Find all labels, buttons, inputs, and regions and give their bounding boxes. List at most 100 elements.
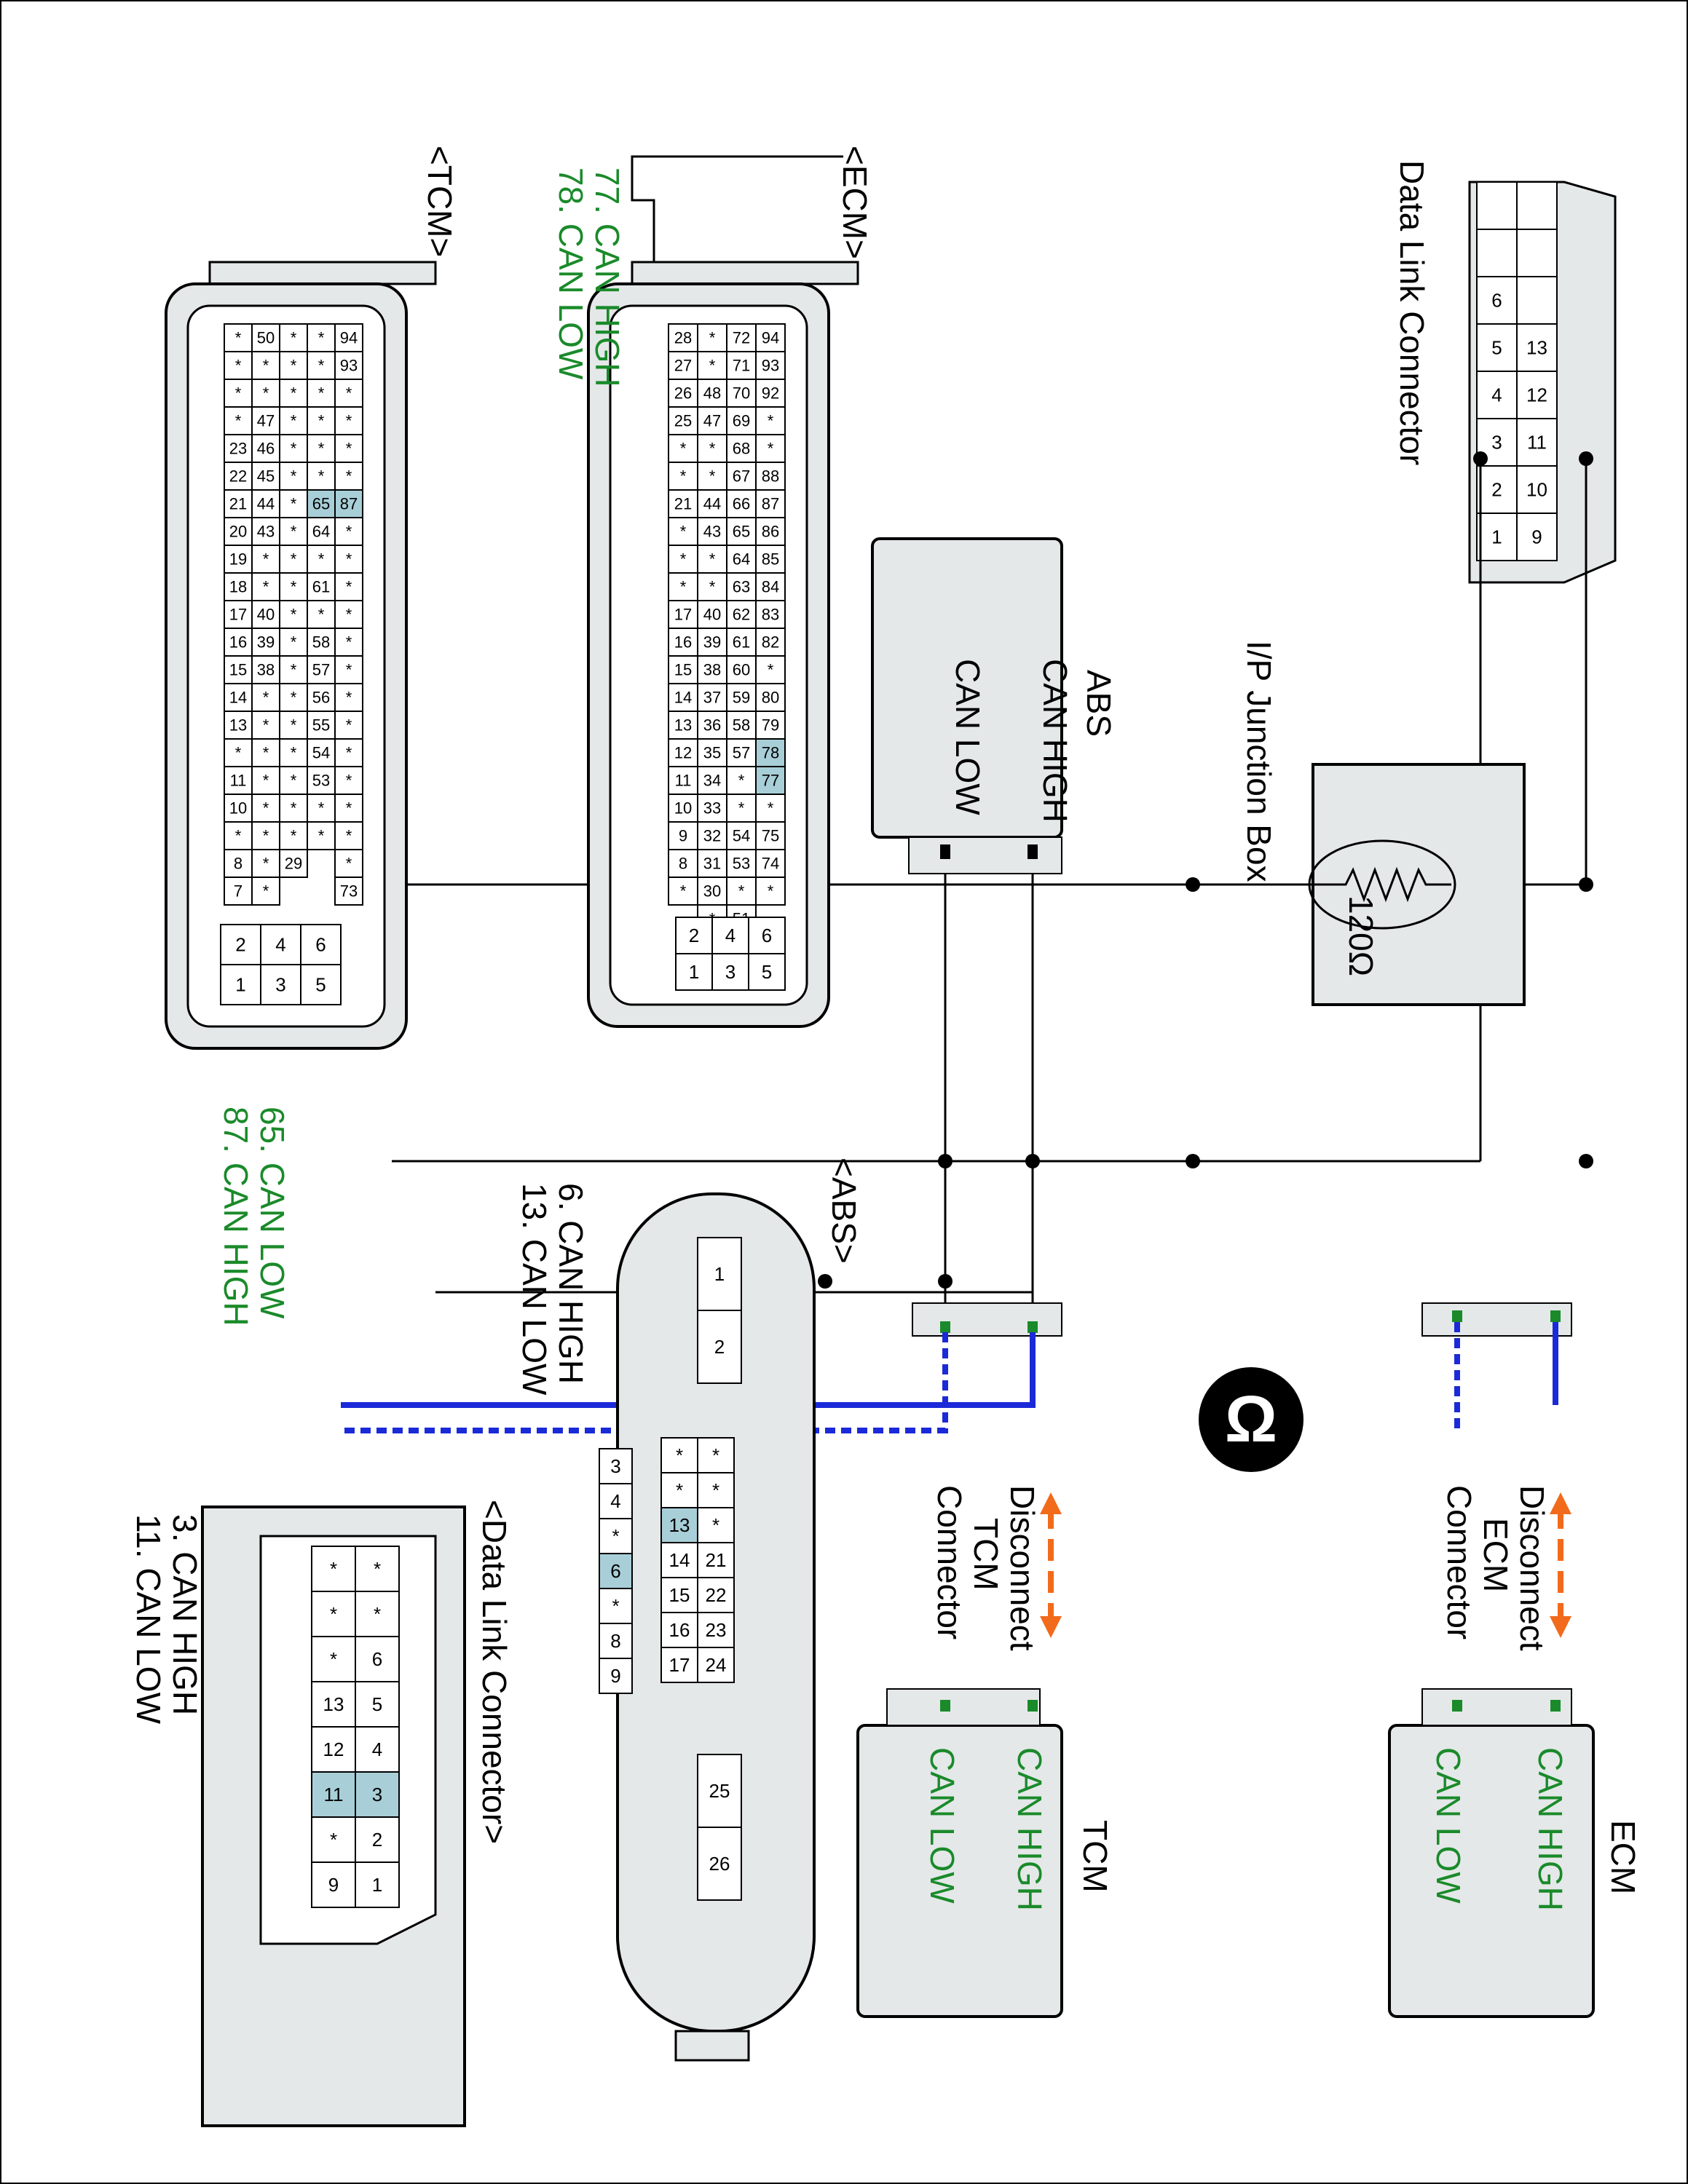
pin-number: 68 — [733, 440, 750, 458]
pin-number: 1 — [689, 961, 699, 983]
pin-number: 6 — [315, 934, 326, 956]
pin-number: 26 — [709, 1853, 730, 1875]
ecm-legend-1: 77. CAN HIGH — [588, 167, 626, 387]
pin-number: * — [318, 329, 325, 347]
pin-number: 1 — [1491, 526, 1502, 548]
pin-number: * — [346, 689, 352, 707]
pin-number: 74 — [762, 855, 779, 873]
tcm-connector: <TCM> 9493****87*************73******656… — [165, 146, 459, 1326]
pin-number: 94 — [340, 329, 358, 347]
pin-number: * — [346, 633, 352, 652]
pin-cell — [697, 1827, 742, 1901]
pin-number: 6 — [762, 925, 772, 946]
pin-number: 16 — [674, 633, 692, 652]
pin-number: 10 — [229, 799, 247, 818]
pin-number: 21 — [229, 495, 247, 513]
pin-number: 14 — [229, 689, 247, 707]
pin-number: * — [291, 661, 297, 679]
pin-number: 13 — [323, 1693, 344, 1715]
pin-number: 17 — [229, 606, 247, 624]
pin-number: 63 — [733, 578, 750, 596]
abs-legend-1: 6. CAN HIGH — [552, 1183, 590, 1384]
pin-number: 25 — [674, 412, 692, 430]
pin-number: 21 — [674, 495, 692, 513]
pin-number: 53 — [312, 772, 330, 790]
pin-number: 3 — [372, 1784, 382, 1805]
arrow-right-icon — [1040, 1616, 1062, 1638]
pin-number: 65 — [312, 495, 330, 513]
pin-number: * — [712, 1514, 719, 1536]
abs-can-high: CAN HIGH — [1036, 659, 1074, 823]
arrow-left-icon — [1040, 1492, 1062, 1514]
pin-number: * — [318, 412, 325, 430]
pin-number: * — [291, 606, 297, 624]
pin-number: * — [291, 384, 297, 403]
pin-number: * — [318, 440, 325, 458]
pin-number: * — [768, 412, 774, 430]
pin-cell — [599, 1658, 633, 1694]
pin-cell — [224, 877, 253, 906]
pin-number: * — [318, 550, 325, 569]
pin-number: * — [712, 1444, 719, 1466]
pin-number: 8 — [234, 855, 242, 873]
pin-number: 61 — [312, 578, 330, 596]
pin-number: * — [318, 827, 325, 845]
pin-number: * — [768, 882, 774, 901]
pin-number: 79 — [762, 716, 779, 735]
pin-number: * — [738, 882, 745, 901]
pin-number: 4 — [610, 1490, 620, 1512]
pin-number: 16 — [669, 1619, 690, 1641]
pin-number: 44 — [703, 495, 721, 513]
pin-number: * — [291, 578, 297, 596]
pin-number: 64 — [733, 550, 750, 569]
pin-number: 3 — [725, 961, 735, 983]
pin-number: 27 — [674, 357, 692, 375]
pin-number: * — [263, 357, 269, 375]
pin-number: * — [291, 357, 297, 375]
tcm-can-high: CAN HIGH — [1011, 1747, 1049, 1911]
pin-number: 55 — [312, 716, 330, 735]
pin-number: 48 — [703, 384, 721, 403]
pin-number: * — [291, 467, 297, 486]
pin-cell — [1476, 229, 1518, 277]
ecm-connector-title: <ECM> — [836, 146, 874, 259]
pin-cell — [1516, 181, 1558, 230]
pin-number: 69 — [733, 412, 750, 430]
pin-number: * — [291, 689, 297, 707]
ecm-disconnect-line1: Disconnect — [1513, 1485, 1551, 1651]
pin-cell — [220, 964, 261, 1005]
pin-number: 11 — [230, 772, 247, 790]
resistor-icon — [1313, 866, 1451, 903]
pin-number: * — [346, 772, 352, 790]
pin-number: * — [346, 744, 352, 762]
pin-number: 9 — [328, 1874, 339, 1896]
abs-can-low: CAN LOW — [949, 659, 987, 815]
pin-number: 53 — [733, 855, 750, 873]
pin-number: 4 — [275, 934, 285, 956]
abs-module: ABS CAN HIGH CAN LOW — [871, 537, 1118, 874]
pin-number: * — [680, 882, 687, 901]
pin-number: * — [318, 467, 325, 486]
resistor-value: 120Ω — [1342, 895, 1380, 976]
pin-number: 35 — [703, 744, 721, 762]
pin-number: * — [346, 412, 352, 430]
pin-number: 5 — [372, 1693, 382, 1715]
pin-number: 77 — [762, 772, 779, 790]
ecm-module: ECM CAN HIGH CAN LOW — [1388, 1688, 1642, 2018]
tcm-connector-title: <TCM> — [421, 146, 459, 257]
pin-number: 57 — [312, 661, 330, 679]
pin-number: * — [291, 633, 297, 652]
pin-number: * — [291, 412, 297, 430]
pin-number: 31 — [703, 855, 721, 873]
pin-number: 5 — [1491, 337, 1502, 359]
disconnect-connectors — [912, 1302, 1572, 1337]
pin-number: * — [318, 606, 325, 624]
pin-cell — [660, 1647, 698, 1683]
pin-number: * — [330, 1603, 337, 1625]
can-bus-blue — [341, 1332, 1036, 1433]
pin-number: 5 — [762, 961, 772, 983]
pin-number: 60 — [733, 661, 750, 679]
